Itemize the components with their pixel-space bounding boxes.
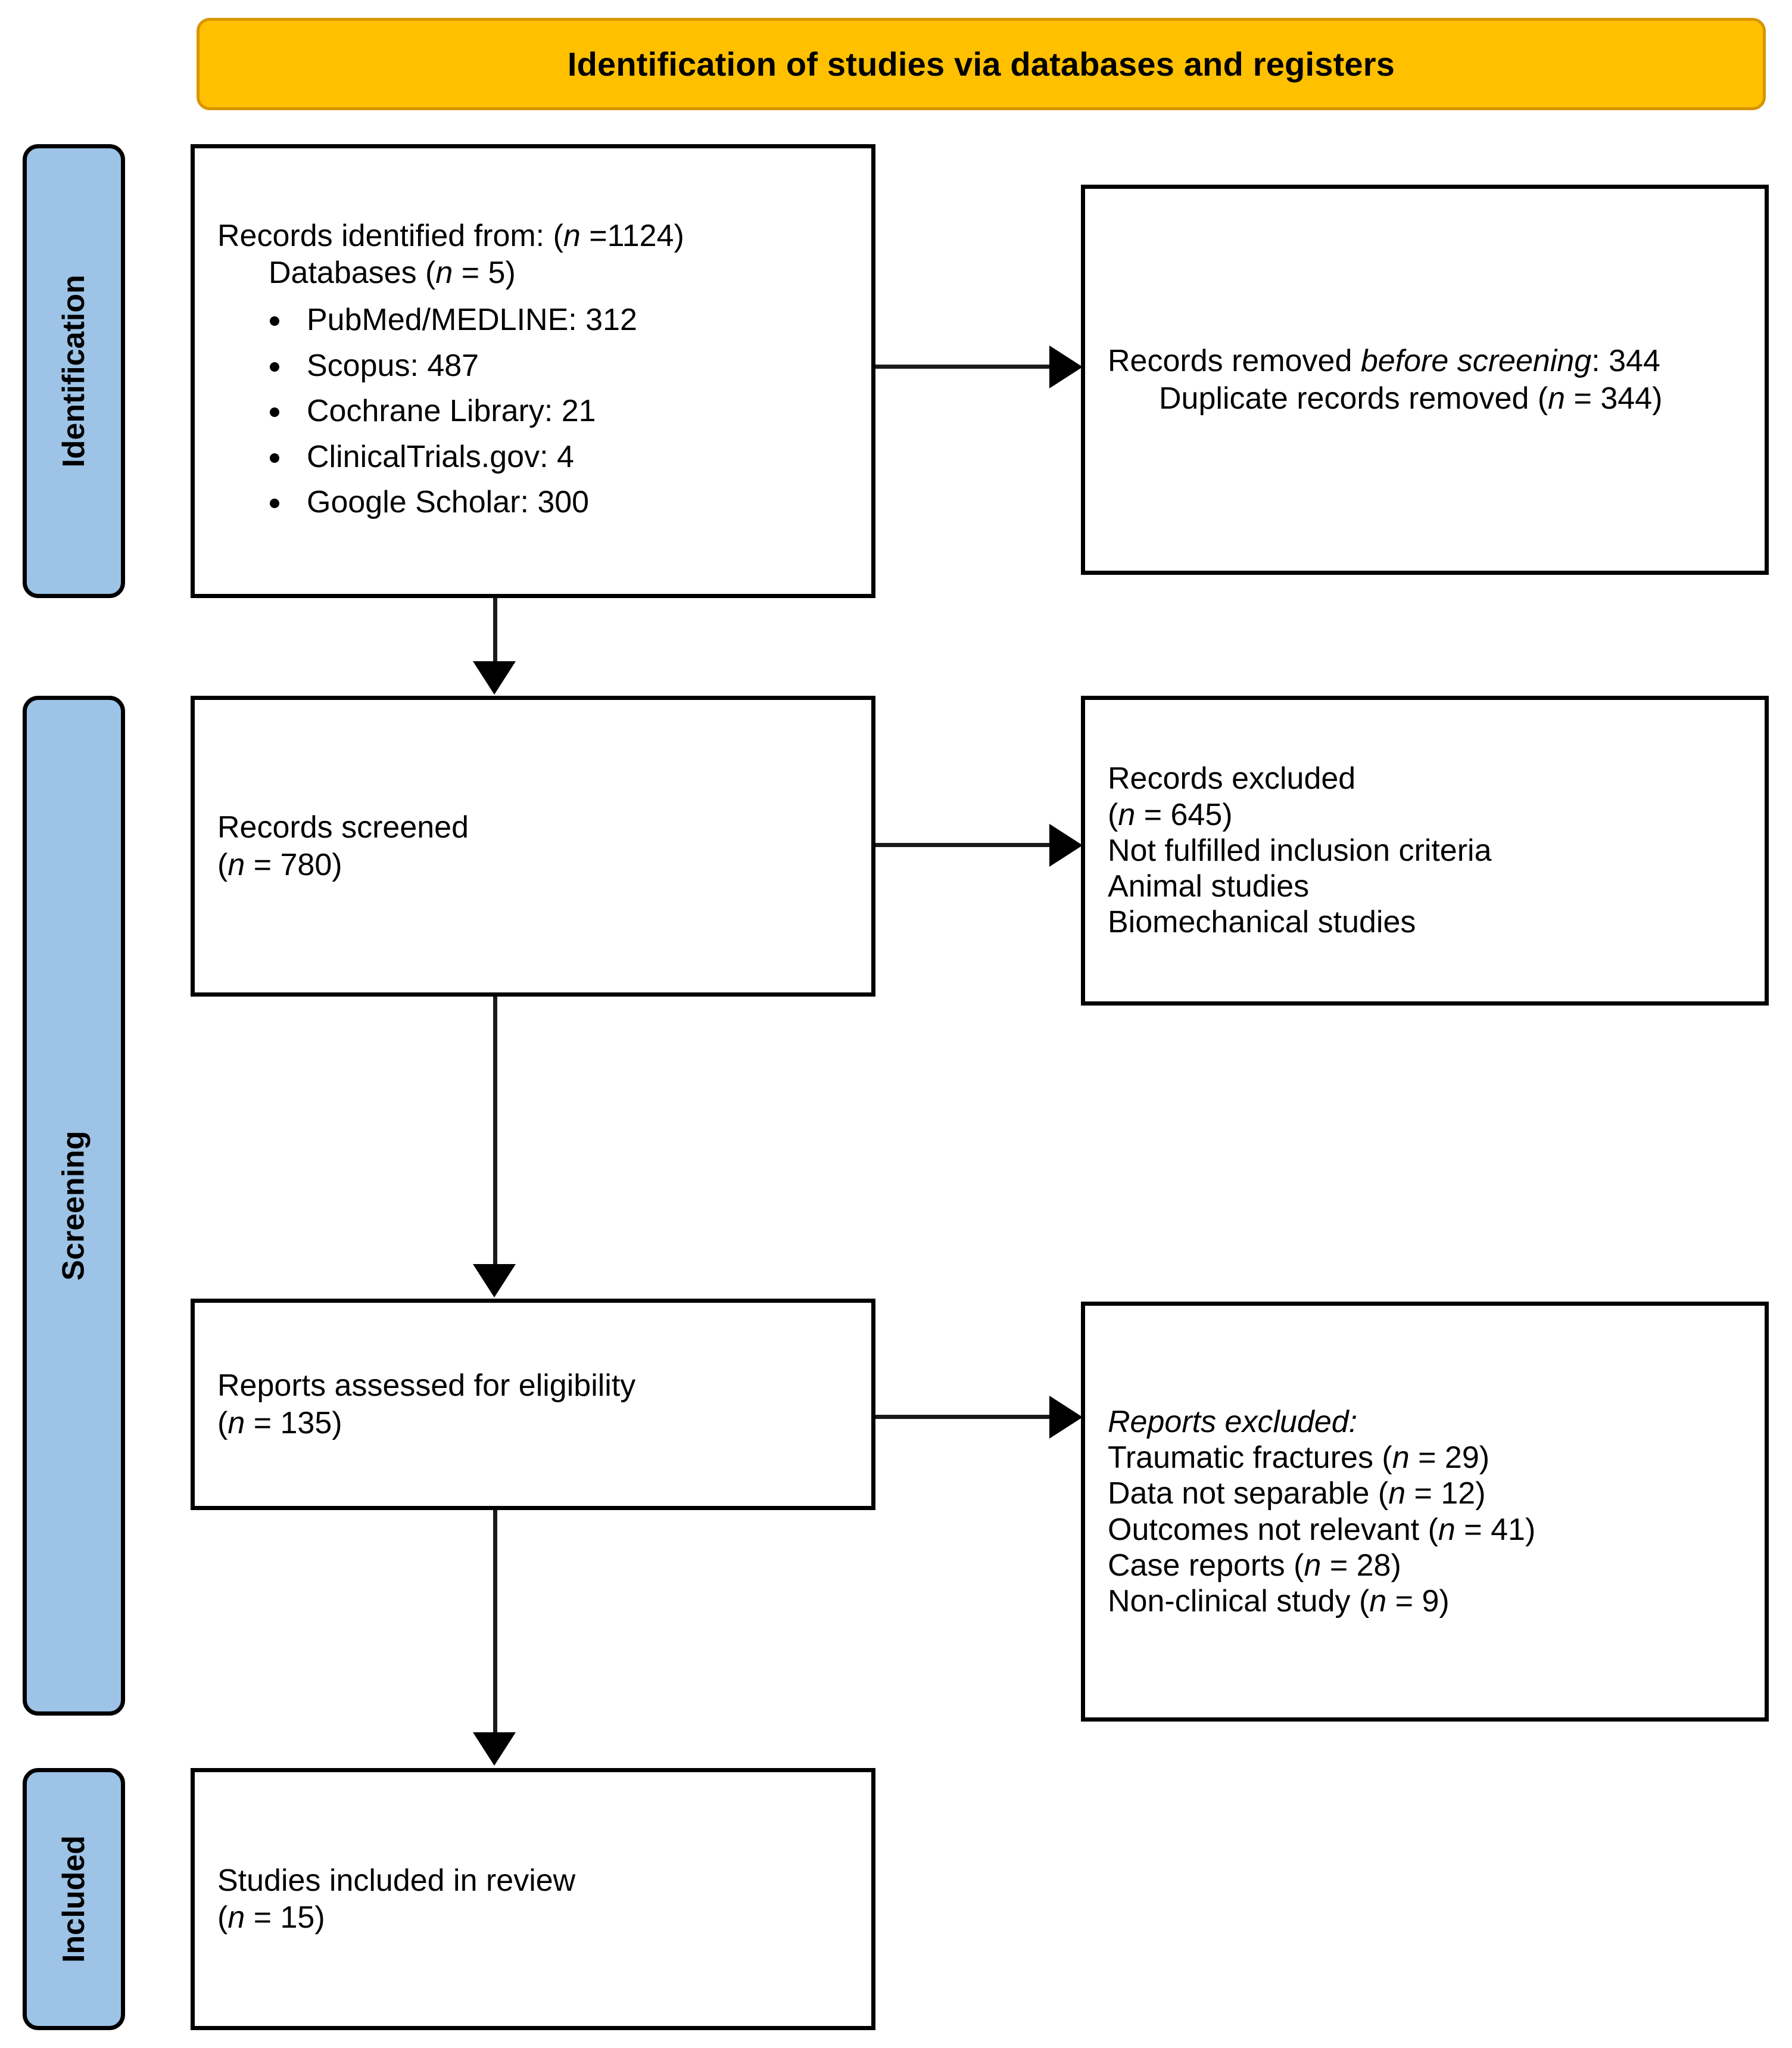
box-records-screened: Records screened (n = 780) (191, 696, 875, 997)
stage-label-screening: Screening (23, 696, 125, 1716)
eligibility-line2: (n = 135) (217, 1405, 342, 1440)
box-records-identified: Records identified from: (n =1124) Datab… (191, 144, 875, 598)
list-item: PubMed/MEDLINE: 312 (270, 297, 849, 343)
connector-eligibility-to-reports-excluded (875, 1415, 1054, 1419)
records-removed-line1: Records removed before screening: 344 (1108, 344, 1660, 379)
records-identified-line2: Databases (n = 5) (269, 255, 516, 290)
reports-excluded-reason: Case reports (n = 28) (1108, 1548, 1401, 1583)
studies-included-line2: (n = 15) (217, 1900, 325, 1935)
records-screened-line2: (n = 780) (217, 847, 342, 882)
stage-label-included: Included (23, 1768, 125, 2030)
list-item: Google Scholar: 300 (270, 480, 849, 525)
arrow-right-icon (1049, 1396, 1083, 1439)
connector-screened-to-eligibility (493, 997, 497, 1265)
connector-identified-to-removed (875, 365, 1054, 369)
records-excluded-reason: Biomechanical studies (1108, 905, 1416, 940)
box-reports-assessed-eligibility: Reports assessed for eligibility (n = 13… (191, 1299, 875, 1510)
connector-screened-to-records-excluded (875, 843, 1054, 847)
records-excluded-line1: Records excluded (1108, 761, 1356, 796)
records-excluded-reason: Animal studies (1108, 869, 1310, 904)
list-item: Scopus: 487 (270, 343, 849, 388)
records-excluded-line2: (n = 645) (1108, 797, 1233, 832)
stage-label-included-text: Included (57, 1835, 92, 1963)
records-excluded-reason: Not fulfilled inclusion criteria (1108, 833, 1492, 868)
stage-label-screening-text: Screening (57, 1131, 92, 1281)
box-studies-included: Studies included in review (n = 15) (191, 1768, 875, 2030)
arrow-down-icon (473, 1264, 516, 1297)
connector-eligibility-to-included (493, 1510, 497, 1733)
database-list: PubMed/MEDLINE: 312 Scopus: 487 Cochrane… (217, 297, 849, 525)
banner-title: Identification of studies via databases … (567, 45, 1395, 83)
stage-label-identification: Identification (23, 144, 125, 598)
reports-excluded-reason: Non-clinical study (n = 9) (1108, 1584, 1450, 1619)
arrow-down-icon (473, 1732, 516, 1766)
records-screened-line1: Records screened (217, 810, 469, 845)
eligibility-line1: Reports assessed for eligibility (217, 1368, 636, 1403)
arrow-right-icon (1049, 346, 1083, 388)
reports-excluded-reason: Traumatic fractures (n = 29) (1108, 1440, 1490, 1475)
list-item: Cochrane Library: 21 (270, 388, 849, 434)
reports-excluded-reason: Data not separable (n = 12) (1108, 1476, 1486, 1511)
reports-excluded-reason: Outcomes not relevant (n = 41) (1108, 1512, 1536, 1547)
reports-excluded-heading: Reports excluded: (1108, 1404, 1358, 1439)
connector-identified-to-screened (493, 598, 497, 665)
list-item: ClinicalTrials.gov: 4 (270, 434, 849, 480)
studies-included-line1: Studies included in review (217, 1863, 576, 1898)
stage-label-identification-text: Identification (57, 275, 91, 468)
records-identified-line1: Records identified from: (n =1124) (217, 218, 684, 253)
records-removed-line2: Duplicate records removed (n = 344) (1159, 381, 1663, 416)
box-records-removed: Records removed before screening: 344 Du… (1081, 185, 1769, 575)
box-reports-excluded: Reports excluded: Traumatic fractures (n… (1081, 1302, 1769, 1722)
diagram-header-banner: Identification of studies via databases … (197, 18, 1766, 110)
arrow-right-icon (1049, 824, 1083, 867)
arrow-down-icon (473, 661, 516, 695)
box-records-excluded: Records excluded (n = 645) Not fulfilled… (1081, 696, 1769, 1006)
